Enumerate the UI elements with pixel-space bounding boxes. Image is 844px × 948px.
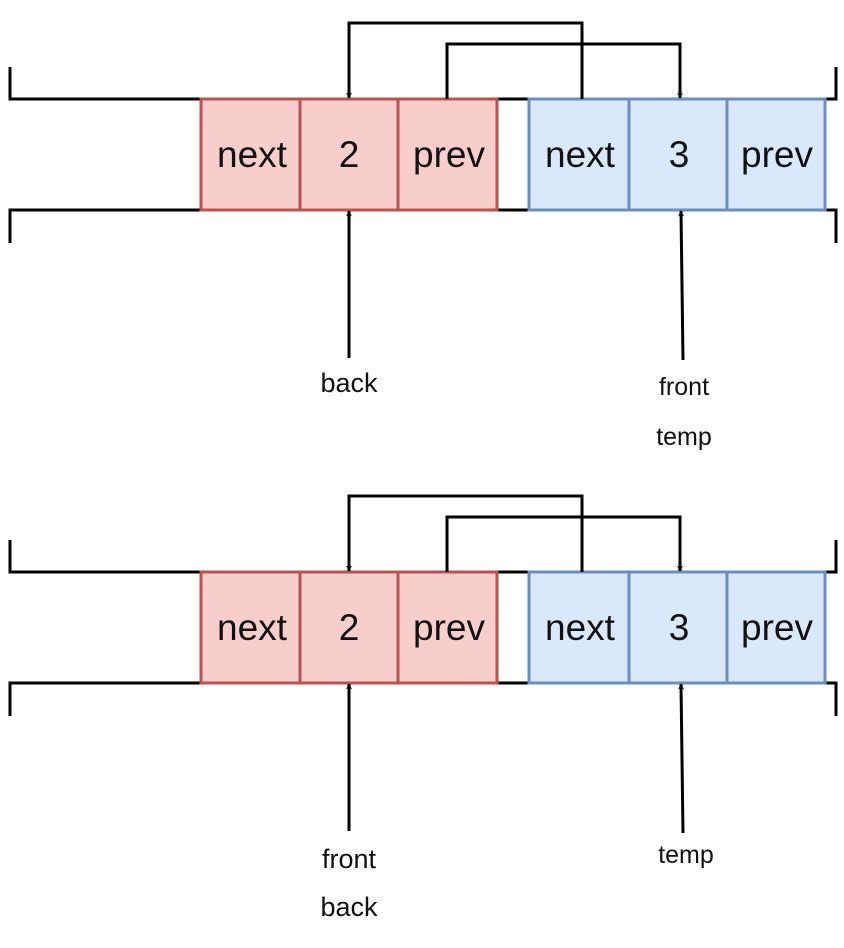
red-node: next 2 prev	[199, 570, 499, 685]
red-prev-cell	[396, 570, 499, 685]
right-pointer-label-1: temp	[658, 841, 714, 869]
blue-next-label: next	[545, 134, 616, 175]
blue-prev-cell	[725, 97, 827, 212]
red-value-label: 2	[339, 134, 360, 175]
blue-value-cell	[627, 570, 729, 685]
blue-prev-label: prev	[741, 607, 813, 648]
prev-pointer-arrow	[445, 42, 683, 99]
right-pointer-label-1: front	[659, 373, 709, 401]
top-rail	[8, 540, 838, 574]
red-value-cell	[298, 97, 400, 212]
blue-prev-cell	[725, 570, 827, 685]
red-next-cell	[199, 97, 302, 212]
red-prev-label: prev	[413, 134, 485, 175]
top-rail	[8, 67, 838, 101]
left-pointer-label-1: back	[320, 368, 378, 398]
right-pointer-label-2: temp	[656, 423, 712, 451]
red-node: next 2 prev	[199, 97, 499, 212]
prev-pointer-arrow	[445, 515, 683, 572]
bottom-rail	[8, 681, 838, 716]
bottom-rail	[8, 208, 838, 243]
next-pointer-arrow	[346, 21, 584, 99]
blue-node: next 3 prev	[527, 570, 827, 685]
red-next-label: next	[217, 134, 288, 175]
right-pointer-arrow	[678, 210, 685, 361]
left-pointer-label-2: back	[320, 892, 378, 922]
blue-prev-label: prev	[741, 134, 813, 175]
red-prev-label: prev	[413, 607, 485, 648]
blue-next-cell	[527, 570, 631, 685]
blue-node: next 3 prev	[527, 97, 827, 212]
right-pointer-arrow	[678, 683, 685, 834]
left-pointer-label-1: front	[322, 844, 377, 874]
blue-next-label: next	[545, 607, 616, 648]
blue-value-cell	[627, 97, 729, 212]
red-next-label: next	[217, 607, 288, 648]
diagram-bottom: next 2 prev next 3 prev front back temp	[8, 494, 838, 922]
blue-value-label: 3	[669, 607, 690, 648]
blue-value-label: 3	[669, 134, 690, 175]
red-value-label: 2	[339, 607, 360, 648]
next-pointer-arrow	[346, 494, 584, 572]
diagram-top: next 2 prev next 3 prev back front temp	[8, 21, 838, 451]
